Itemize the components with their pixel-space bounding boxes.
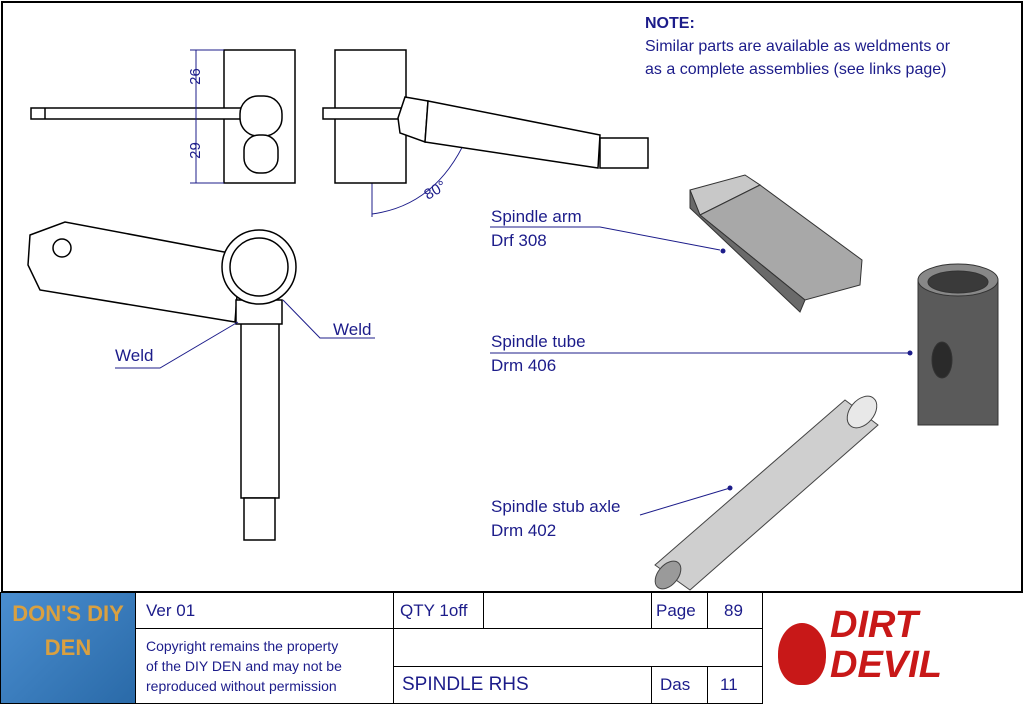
tube-ref: Drm 406	[491, 356, 557, 375]
weld-label-right: Weld	[333, 320, 372, 339]
qty: QTY 1off	[400, 601, 468, 620]
page-label: Page	[656, 601, 696, 620]
tube-label: Spindle tube	[491, 332, 586, 351]
weld-label-left: Weld	[115, 346, 154, 365]
page-number: 89	[724, 601, 743, 620]
arm-ref: Drf 308	[491, 231, 547, 250]
das-label: Das	[660, 675, 691, 694]
axle-label: Spindle stub axle	[491, 497, 621, 516]
leader-lines	[115, 226, 910, 516]
devil-head-icon	[778, 623, 826, 685]
dim-upper: 26	[186, 68, 204, 85]
axle-ref: Drm 402	[491, 521, 557, 540]
note-line: as a complete assemblies (see links page…	[645, 61, 947, 78]
dim-lower: 29	[186, 142, 204, 159]
tube-part	[917, 263, 999, 426]
note: NOTE: Similar parts are available as wel…	[645, 12, 950, 81]
front-view	[30, 49, 296, 184]
arm-part	[689, 174, 863, 313]
diy-den-logo: DON'S DIY DEN	[0, 592, 136, 704]
das-number: 11	[720, 675, 738, 694]
axle-part	[654, 395, 879, 591]
iso-view	[27, 221, 297, 541]
drawing-title: SPINDLE RHS	[402, 674, 529, 695]
version: Ver 01	[146, 601, 196, 620]
note-title: NOTE:	[645, 15, 695, 32]
side-view	[322, 49, 649, 184]
dirt-devil-logo: DIRT DEVIL	[770, 605, 1020, 700]
note-line: Similar parts are available as weldments…	[645, 38, 951, 55]
arm-label: Spindle arm	[491, 207, 582, 226]
